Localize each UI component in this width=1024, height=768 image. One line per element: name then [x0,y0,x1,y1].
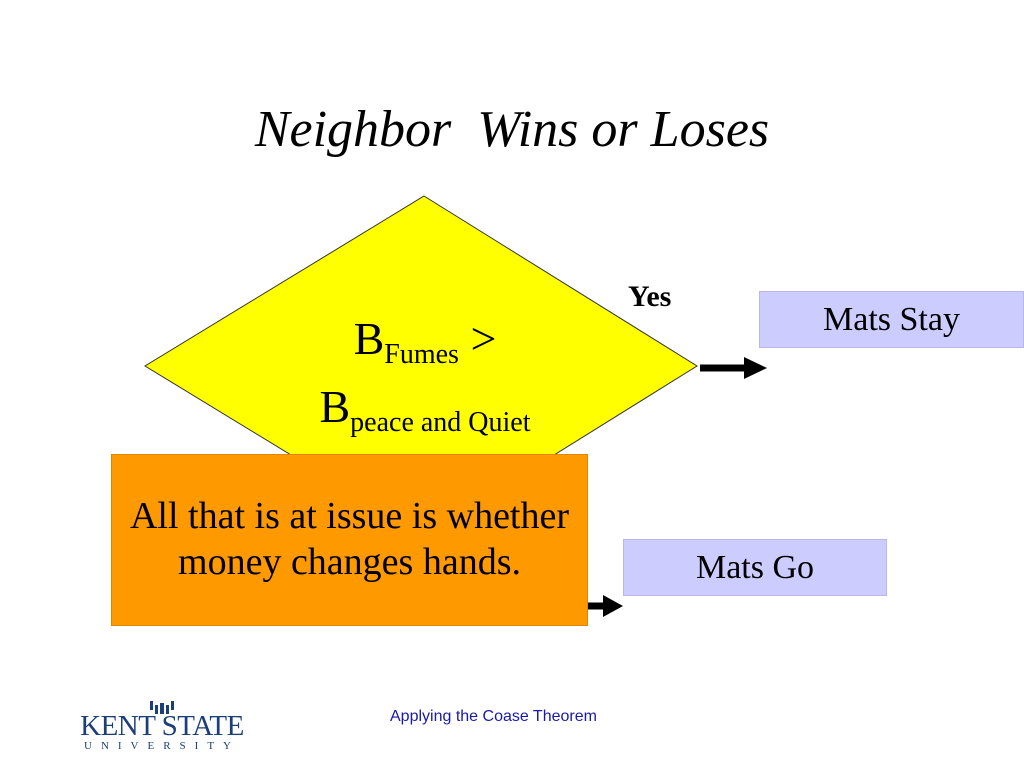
outcome-mats-stay: Mats Stay [759,291,1024,348]
university-logo: KENT STATE UNIVERSITY [72,700,252,756]
yes-arrow-head [744,357,767,379]
benefit-fumes-symbol: B [353,313,385,364]
benefit-fumes-subscript: Fumes [384,339,459,370]
decision-condition-line1: BFumes > [270,316,580,369]
logo-wordmark: KENT STATE [80,710,244,742]
yes-label: Yes [628,280,672,313]
benefit-peace-symbol: B [319,381,351,432]
benefit-peace-subscript: peace and Quiet [350,407,531,438]
slide-title: Neighbor Wins or Loses [254,101,770,158]
greater-than-operator: > [458,313,497,364]
note-text: All that is at issue is whether money ch… [129,495,570,583]
slide-footer: Applying the Coase Theorem [390,708,597,725]
note-box: All that is at issue is whether money ch… [111,454,588,626]
no-arrow-head [603,595,623,617]
outcome-mats-go: Mats Go [623,539,887,596]
decision-condition-line2: Bpeace and Quiet [270,384,580,437]
torch-icon [150,701,174,714]
logo-subtitle: UNIVERSITY [84,740,240,752]
